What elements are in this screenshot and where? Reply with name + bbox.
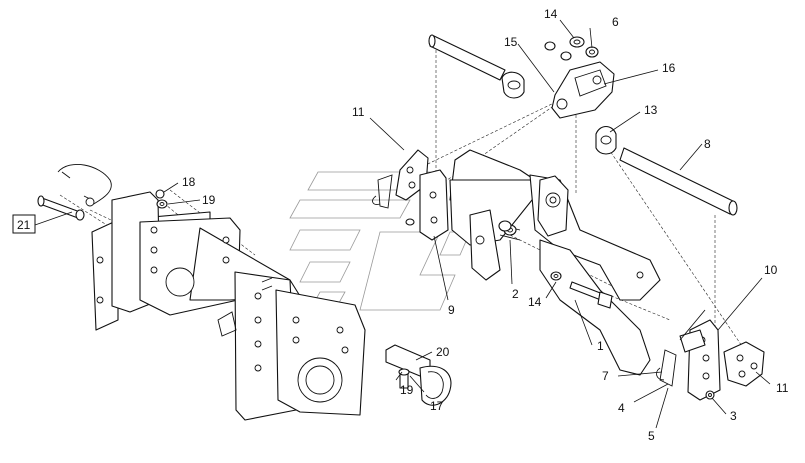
callout-19-lower: 19 bbox=[400, 383, 414, 397]
washer-2 bbox=[498, 220, 517, 236]
callout-14-lower: 14 bbox=[528, 295, 542, 309]
callout-11-lower: 11 bbox=[776, 381, 789, 395]
main-arm-right bbox=[449, 149, 661, 376]
callout-20: 20 bbox=[436, 345, 450, 359]
callout-18: 18 bbox=[182, 175, 196, 189]
callout-11-upper: 11 bbox=[352, 105, 365, 119]
callout-7: 7 bbox=[602, 369, 609, 383]
callout-4: 4 bbox=[618, 401, 625, 415]
callout-5: 5 bbox=[648, 429, 655, 443]
callout-15: 15 bbox=[504, 35, 518, 49]
callout-8: 8 bbox=[704, 137, 711, 151]
callout-6: 6 bbox=[612, 15, 619, 29]
handle-bracket-20 bbox=[385, 344, 452, 406]
callout-21: 21 bbox=[17, 218, 31, 232]
callout-17: 17 bbox=[430, 399, 444, 413]
washers-18-19 bbox=[155, 189, 168, 209]
pin-assembly-21 bbox=[37, 164, 112, 221]
callout-21-box: 21 bbox=[12, 214, 36, 234]
callout-16: 16 bbox=[662, 61, 676, 75]
callout-19-upper: 19 bbox=[202, 193, 216, 207]
callout-13: 13 bbox=[644, 103, 658, 117]
callout-1: 1 bbox=[597, 339, 604, 353]
callout-14-upper: 14 bbox=[544, 7, 558, 21]
leader-lines bbox=[34, 19, 771, 429]
right-bracket-assembly bbox=[656, 309, 765, 401]
callout-10: 10 bbox=[764, 263, 778, 277]
main-frame-left bbox=[91, 191, 366, 421]
top-shaft bbox=[428, 34, 525, 99]
bracket-assembly-center bbox=[372, 149, 449, 241]
callout-2: 2 bbox=[512, 287, 519, 301]
callout-3: 3 bbox=[730, 409, 737, 423]
shaft-8 bbox=[595, 125, 738, 216]
callout-labels: 1 2 3 4 5 6 7 8 9 10 11 11 13 14 14 15 1… bbox=[182, 7, 789, 443]
callout-9: 9 bbox=[448, 303, 455, 317]
upper-plate-16 bbox=[544, 36, 615, 119]
bolt-1 bbox=[550, 271, 613, 309]
